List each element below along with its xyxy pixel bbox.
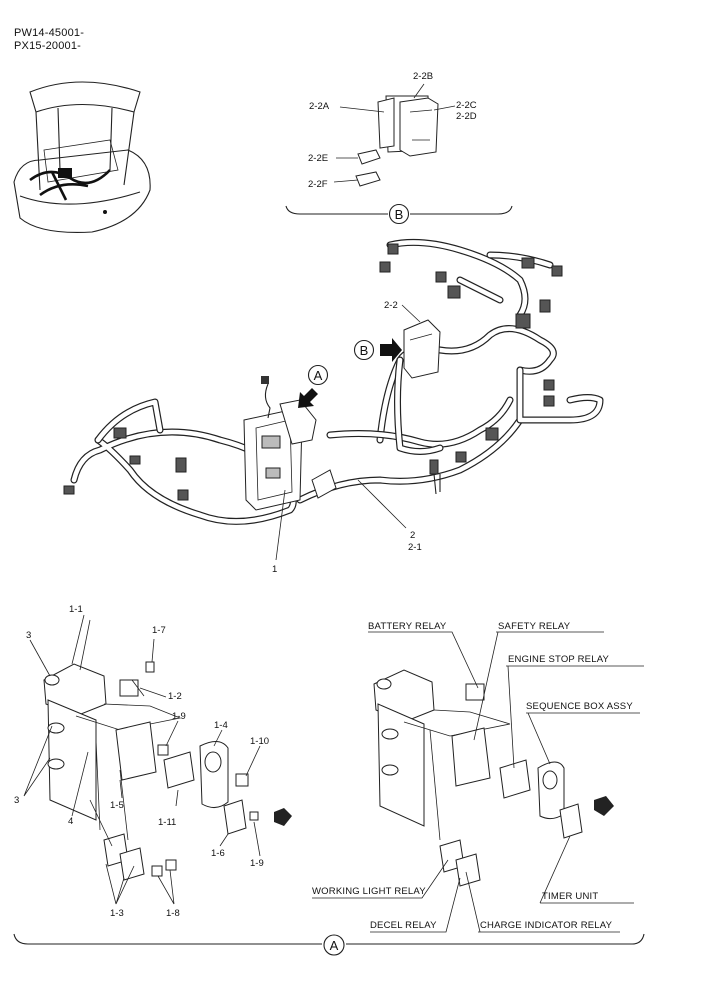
- label-2-2A: 2-2A: [309, 101, 330, 112]
- label-1-2: 1-2: [168, 691, 182, 702]
- engine-stop-relay-label: ENGINE STOP RELAY: [508, 654, 610, 665]
- sequence-box-assy-label: SEQUENCE BOX ASSY: [526, 701, 633, 712]
- battery-relay-label: BATTERY RELAY: [368, 621, 447, 632]
- label-1-9-top: 1-9: [172, 711, 186, 722]
- label-2: 2: [410, 530, 415, 541]
- machine-thumbnail: [13, 81, 151, 233]
- label-1-11: 1-11: [158, 817, 176, 828]
- serial-range-2: PX15-20001-: [14, 40, 82, 52]
- label-1-4: 1-4: [214, 720, 228, 731]
- label-1-8: 1-8: [166, 908, 180, 919]
- decel-relay-label: DECEL RELAY: [370, 920, 437, 931]
- detail-a-exploded: 1-1 1-7 1-2 1-9 1-4 1-10 1-5 1-11 1-6 1-…: [14, 604, 292, 919]
- label-2-2B: 2-2B: [413, 71, 433, 82]
- label-2-2F: 2-2F: [308, 179, 328, 190]
- label-2-2C: 2-2C: [456, 100, 477, 111]
- safety-relay-label: SAFETY RELAY: [498, 621, 571, 632]
- view-a-bracket: A: [13, 933, 645, 956]
- view-b-marker: B: [395, 207, 404, 222]
- detail-a-named: BATTERY RELAY SAFETY RELAY ENGINE STOP R…: [312, 621, 644, 933]
- label-1-6: 1-6: [211, 848, 225, 859]
- timer-unit-label: TIMER UNIT: [542, 891, 598, 902]
- charge-indicator-relay-label: CHARGE INDICATOR RELAY: [480, 920, 613, 931]
- detail-b-group: 2-2A 2-2B 2-2C 2-2D 2-2E 2-2F B: [285, 71, 513, 225]
- view-b-callout: B: [360, 343, 369, 358]
- label-1-3: 1-3: [110, 908, 124, 919]
- main-harness-group: B A 2-2 2 2-1 1: [63, 238, 604, 575]
- label-3-bottom: 3: [14, 795, 19, 806]
- label-1-5: 1-5: [110, 800, 124, 811]
- label-1-9-bottom: 1-9: [250, 858, 264, 869]
- view-a-callout: A: [314, 368, 323, 383]
- view-a-marker: A: [330, 938, 339, 953]
- label-1-10: 1-10: [250, 736, 269, 747]
- label-2-1: 2-1: [408, 542, 422, 553]
- label-2-2E: 2-2E: [308, 153, 328, 164]
- label-1-1: 1-1: [69, 604, 83, 615]
- label-3-top: 3: [26, 630, 31, 641]
- label-1-7: 1-7: [152, 625, 166, 636]
- serial-range-1: PW14-45001-: [14, 27, 85, 39]
- label-2-2D: 2-2D: [456, 111, 477, 122]
- working-light-relay-label: WORKING LIGHT RELAY: [312, 886, 426, 897]
- label-2-2: 2-2: [384, 300, 398, 311]
- label-4: 4: [68, 816, 73, 827]
- label-1: 1: [272, 564, 277, 575]
